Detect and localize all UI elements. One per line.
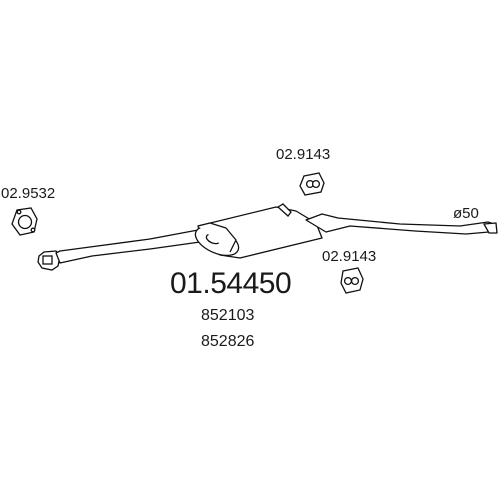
- silencer-bracket: [276, 203, 292, 217]
- inlet-flange: [37, 250, 61, 271]
- hanger-bottom-part: [340, 267, 364, 294]
- pipe-outlet: [483, 222, 498, 234]
- main-part-number: 01.54450: [170, 267, 291, 300]
- front-pipe: [55, 229, 206, 264]
- oem-number: 852826: [201, 333, 254, 350]
- diameter-label: ø50: [453, 205, 479, 222]
- gasket-part: [11, 207, 38, 236]
- hanger-bottom-part-number: 02.9143: [322, 248, 376, 265]
- middle-silencer: [194, 206, 323, 259]
- oem-number: 852103: [201, 307, 254, 324]
- hanger-top-part: [299, 172, 325, 196]
- gasket-part-number: 02.9532: [1, 185, 55, 202]
- hanger-top-part-number: 02.9143: [276, 146, 330, 163]
